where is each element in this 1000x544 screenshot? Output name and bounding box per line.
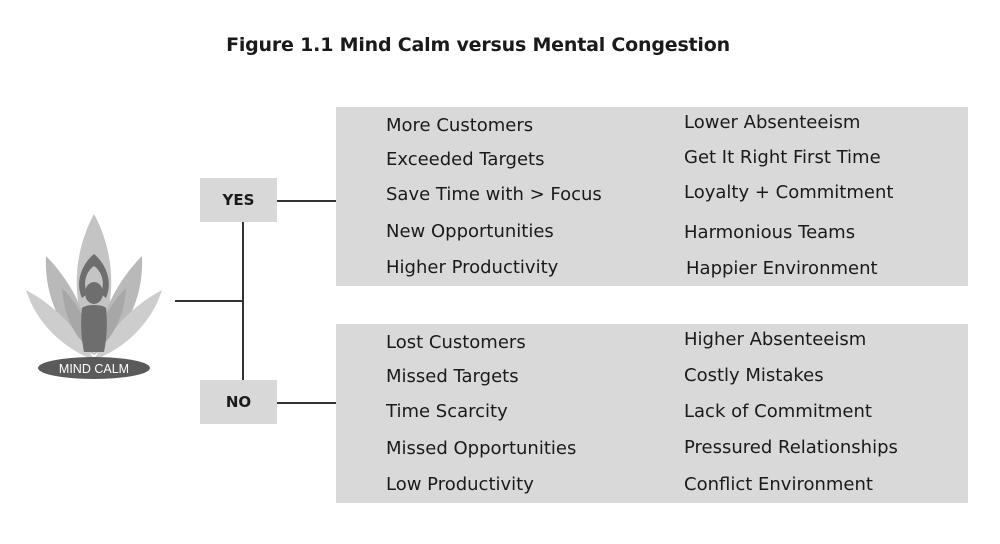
yes-outcome: Exceeded Targets	[386, 149, 545, 170]
no-outcome: Lack of Commitment	[684, 401, 872, 422]
meditation-lotus-icon: MIND CALM	[26, 214, 162, 379]
yes-outcome: More Customers	[386, 115, 534, 136]
yes-outcome: Higher Productivity	[386, 257, 559, 278]
connector-yes	[277, 200, 337, 202]
logo-label: MIND CALM	[59, 362, 129, 376]
yes-outcome: Harmonious Teams	[684, 222, 856, 243]
no-outcome: Pressured Relationships	[684, 437, 898, 458]
yes-outcome: Loyalty + Commitment	[684, 182, 894, 203]
yes-outcome: Save Time with > Focus	[386, 184, 602, 205]
no-outcome: Conflict Environment	[684, 474, 873, 495]
no-outcome: Low Productivity	[386, 474, 534, 495]
yes-outcomes-panel: More Customers Exceeded Targets Save Tim…	[336, 107, 968, 286]
no-outcome: Missed Opportunities	[386, 438, 577, 459]
no-outcome: Time Scarcity	[386, 401, 508, 422]
mind-calm-logo: MIND CALM	[24, 210, 164, 385]
yes-label: YES	[200, 178, 277, 222]
no-outcome: Lost Customers	[386, 332, 526, 353]
no-outcome: Costly Mistakes	[684, 365, 824, 386]
connector-logo	[175, 300, 243, 302]
yes-outcome: Get It Right First Time	[684, 147, 881, 168]
yes-outcome: New Opportunities	[386, 221, 554, 242]
no-outcomes-panel: Lost Customers Missed Targets Time Scarc…	[336, 324, 968, 503]
connector-no	[277, 402, 337, 404]
no-label: NO	[200, 380, 277, 424]
yes-outcome: Lower Absenteeism	[684, 112, 861, 133]
figure-title: Figure 1.1 Mind Calm versus Mental Conge…	[226, 34, 730, 56]
yes-outcome: Happier Environment	[686, 258, 878, 279]
no-outcome: Higher Absenteeism	[684, 329, 867, 350]
connector-trunk	[242, 222, 244, 380]
no-outcome: Missed Targets	[386, 366, 519, 387]
